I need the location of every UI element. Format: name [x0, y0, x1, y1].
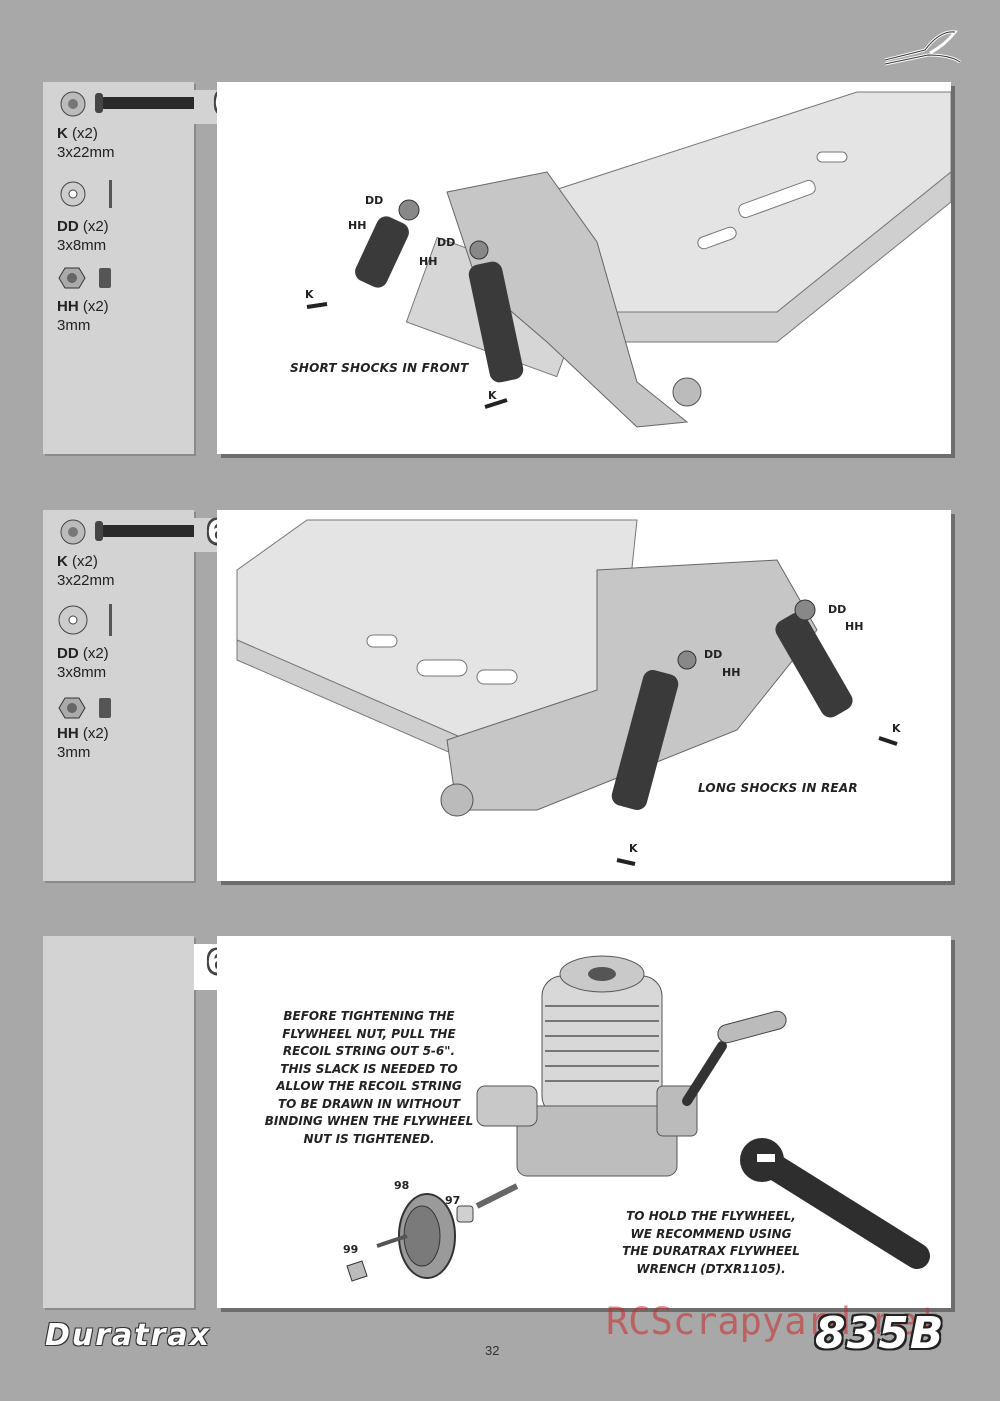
part-k: K (x2) 3x22mm [57, 553, 115, 589]
parts-box-step-63 [43, 936, 194, 1308]
watermark: RCScrapyard.net [606, 1300, 941, 1343]
part-dd: DD (x2) 3x8mm [57, 218, 109, 254]
parts-box-step-62: K (x2) 3x22mm DD (x2) 3x8mm HH (x2) 3mm [43, 510, 194, 881]
label-k: K [305, 288, 314, 301]
illustration-panel-step-62: DD HH DD HH K K LONG SHOCKS IN REAR [217, 510, 951, 881]
flywheel-nut-note: BEFORE TIGHTENING THE FLYWHEEL NUT, PULL… [264, 1009, 474, 1146]
engine-icon [476, 955, 698, 1177]
label-k: K [892, 722, 901, 735]
page-number: 32 [485, 1343, 500, 1358]
parts-box-step-61: K (x2) 3x22mm DD (x2) 3x8mm HH (x2) 3mm [43, 82, 194, 454]
label-k: K [629, 842, 638, 855]
part-hh: HH (x2) 3mm [57, 298, 109, 334]
label-hh: HH [722, 666, 741, 679]
label-hh: HH [419, 255, 438, 268]
part-k: K (x2) 3x22mm [57, 125, 115, 161]
label-hh: HH [845, 620, 864, 633]
wrench-recommendation-note: TO HOLD THE FLYWHEEL, WE RECOMMEND USING… [622, 1209, 800, 1276]
brand-logo: Duratrax [45, 1318, 212, 1353]
shock-rear-left [611, 650, 697, 811]
label-dd: DD [704, 648, 723, 661]
engine-flywheel-illustration [346, 955, 930, 1282]
model-logo: 835B [815, 1308, 945, 1359]
chassis-front-illustration [306, 91, 951, 428]
label-hh: HH [348, 219, 367, 232]
label-98: 98 [394, 1179, 410, 1192]
label-dd: DD [437, 236, 456, 249]
flywheel-wrench-icon [740, 1138, 930, 1269]
illustration-panel-step-63: BEFORE TIGHTENING THE FLYWHEEL NUT, PULL… [217, 936, 951, 1308]
chassis-rear-illustration [236, 519, 898, 866]
parts-icons [58, 519, 194, 719]
starter-handle-icon [682, 1010, 787, 1106]
shock-front-right [468, 240, 524, 383]
label-dd: DD [828, 603, 847, 616]
parts-icons [58, 91, 194, 289]
shock-rear-right [775, 599, 853, 718]
label-99: 99 [343, 1243, 359, 1256]
flywheel-icon [376, 1193, 456, 1279]
shock-front-left [355, 199, 420, 288]
part-dd: DD (x2) 3x8mm [57, 645, 109, 681]
callout-text: SHORT SHOCKS IN FRONT [290, 361, 469, 375]
label-dd: DD [365, 194, 384, 207]
label-97: 97 [445, 1194, 461, 1207]
pliers-icon [884, 30, 961, 66]
part-hh: HH (x2) 3mm [57, 725, 109, 761]
label-k: K [488, 389, 497, 402]
callout-text: LONG SHOCKS IN REAR [698, 781, 858, 795]
illustration-panel-step-61: DD HH DD HH K K SHORT SHOCKS IN FRONT [217, 82, 951, 454]
